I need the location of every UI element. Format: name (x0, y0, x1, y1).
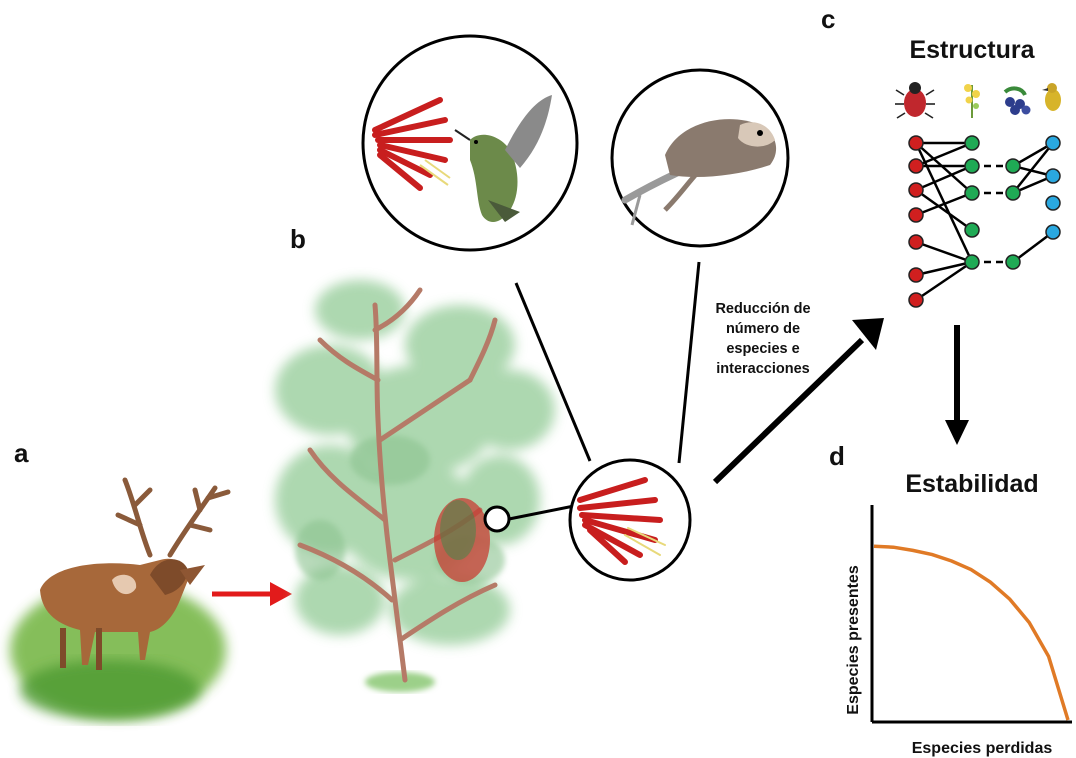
plant-icon (964, 84, 980, 118)
bird-icon (1042, 83, 1068, 116)
panel-label-a: a (14, 438, 29, 468)
stability-title: Estabilidad (905, 470, 1038, 498)
network-nodes-green (965, 136, 1020, 269)
note-line-2: número de (726, 321, 800, 337)
red-arrow (212, 582, 292, 606)
note-line-4: interacciones (716, 361, 810, 377)
network-nodes-blue (1046, 136, 1060, 239)
panel-label-c: c (821, 4, 835, 34)
y-axis-label: Especies presentes (845, 565, 862, 715)
stability-curve (874, 546, 1068, 720)
note-line-1: Reducción de (715, 301, 810, 317)
structure-title: Estructura (909, 36, 1035, 64)
reduction-note: Reducción de número de especies e intera… (715, 301, 810, 377)
arrow-to-stability (945, 325, 969, 445)
berries-icon (1005, 88, 1031, 115)
panel-label-b: b (290, 224, 306, 254)
x-axis-label: Especies perdidas (912, 740, 1053, 757)
shrub-illustration (275, 280, 555, 692)
zoom-marker (485, 507, 509, 531)
shrub-flower-cluster (434, 498, 490, 582)
deer-illustration (10, 480, 228, 720)
panel-label-d: d (829, 441, 845, 471)
beetle-icon (895, 82, 935, 118)
note-line-3: especies e (726, 341, 799, 357)
network-edges (916, 143, 1053, 300)
stability-chart (872, 505, 1072, 722)
network-nodes-red (909, 136, 923, 307)
